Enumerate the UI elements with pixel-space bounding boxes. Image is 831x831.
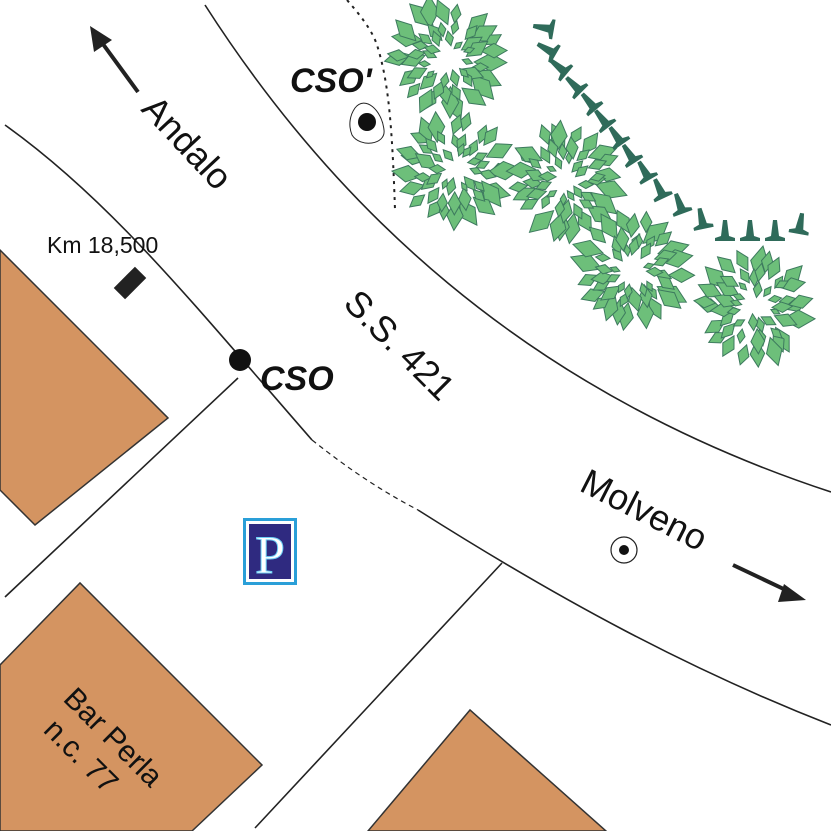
road-name: S.S. 421	[336, 282, 463, 409]
road-edge-north	[204, 4, 831, 493]
hedge-icon	[536, 42, 561, 64]
cso-label: CSO	[260, 360, 334, 398]
km-marker-icon	[113, 266, 147, 300]
hedge-icon	[765, 220, 785, 241]
tree-icon	[390, 110, 523, 232]
hedge-icon	[532, 19, 556, 40]
hedge-icon	[740, 220, 760, 241]
hedge-group	[532, 19, 809, 241]
km-marker-label: Km 18,500	[47, 232, 158, 258]
svg-text:P: P	[255, 525, 285, 585]
hedge-icon	[653, 178, 673, 203]
building-bottom	[367, 708, 608, 831]
hedge-icon	[788, 212, 809, 236]
arrow-icon-molveno	[732, 563, 806, 602]
hedge-icon	[637, 160, 659, 185]
side-road-edge-2	[254, 562, 503, 829]
direction-molveno: Molveno	[574, 461, 714, 559]
molveno-point-icon	[610, 536, 638, 564]
parking-icon: P	[243, 518, 297, 586]
cso-point	[229, 349, 251, 371]
trees-group	[383, 0, 817, 369]
hedge-icon	[565, 76, 589, 100]
hedge-icon	[621, 143, 644, 168]
hedge-icon	[594, 109, 617, 134]
side-road-edge-1	[4, 377, 239, 598]
direction-andalo: Andalo	[134, 87, 240, 197]
cso-prime-outline	[349, 102, 385, 144]
tree-icon	[383, 0, 509, 121]
hedge-icon	[608, 126, 631, 151]
road-edge-south-dashed	[311, 439, 419, 511]
road-edge-south-east	[417, 509, 831, 726]
road-edge-south	[4, 124, 313, 441]
building-left	[0, 248, 170, 527]
cso-prime-point	[358, 113, 376, 131]
tree-icon	[505, 119, 628, 245]
tree-icon	[569, 209, 696, 332]
hedge-icon	[672, 193, 693, 217]
arrow-icon-andalo	[90, 26, 140, 94]
cso-prime-label: CSO'	[290, 62, 374, 100]
hedge-icon	[693, 207, 714, 231]
hedge-icon	[580, 92, 604, 117]
hedge-icon	[715, 220, 735, 241]
tree-icon	[692, 245, 817, 369]
hedge-icon	[549, 58, 574, 82]
building-bar-perla	[0, 581, 264, 831]
